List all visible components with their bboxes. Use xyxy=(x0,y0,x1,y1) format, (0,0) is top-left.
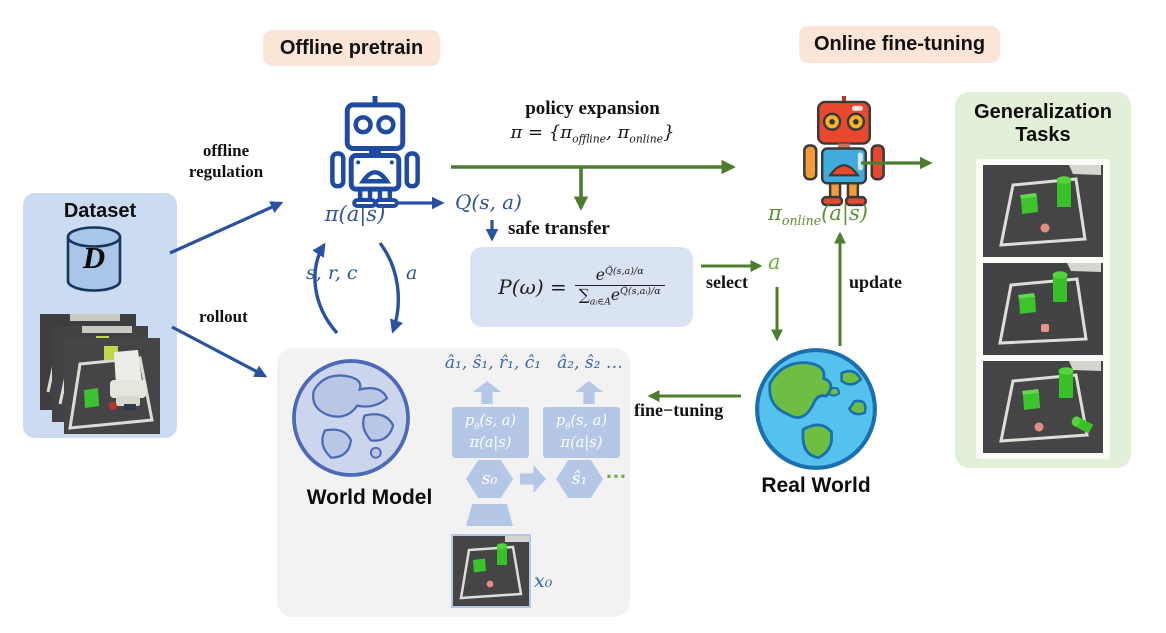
imagined-rollout-step2: â₂, ŝ₂ … xyxy=(557,353,623,373)
offline-regulation-label: offline regulation xyxy=(166,140,286,183)
offline-regulation-line1: offline xyxy=(202,141,250,160)
generalization-title-line1: Generalization xyxy=(974,101,1112,123)
offline-regulation-line2: regulation xyxy=(188,162,264,182)
world-model-globe-icon xyxy=(292,359,410,477)
p-sub: θ xyxy=(474,422,480,433)
policy-expansion-label: policy expansion xyxy=(525,98,660,119)
task-photo-3 xyxy=(983,361,1103,453)
src-loop-arrow xyxy=(312,242,339,335)
real-world-globe-icon xyxy=(755,348,877,470)
rollout-arrow xyxy=(171,325,268,378)
up-arrow-shape-2 xyxy=(575,381,603,404)
dataset-photo-front xyxy=(64,338,160,434)
policy-formula-sub-online: online xyxy=(629,132,664,146)
online-robot-icon xyxy=(803,95,885,207)
pi-online-base: π xyxy=(768,201,782,225)
den-base: e xyxy=(610,286,621,305)
rollout-label: rollout xyxy=(199,307,248,326)
selected-action-label: a xyxy=(768,250,781,274)
q-value-label: Q(s, a) xyxy=(455,190,522,214)
safe-transfer-label: safe transfer xyxy=(508,218,610,239)
formula-lhs: P(ω) = xyxy=(498,275,567,299)
s1-label: ŝ₁ xyxy=(571,469,588,489)
task-photo-panel xyxy=(976,159,1110,459)
generalization-title: Generalization Tasks xyxy=(955,101,1131,147)
state-hexagon-s1: ŝ₁ xyxy=(556,460,603,498)
dynamics-box-2: pθ(s, a) π(a|s) xyxy=(543,407,620,458)
policy-formula-post: } xyxy=(663,122,675,143)
dynamics-box-1: pθ(s, a) π(a|s) xyxy=(452,407,529,458)
imagined-rollout-step1: â₁, ŝ₁, r̂₁, ĉ₁ xyxy=(444,353,542,373)
p-args: (s, a) xyxy=(570,413,608,430)
dataset-title: Dataset xyxy=(63,200,137,222)
update-label: update xyxy=(849,272,903,292)
select-label: select xyxy=(706,272,748,292)
num-exponent: Q̃(s,a)/α xyxy=(604,265,644,277)
pi-online-args: (a|s) xyxy=(821,201,868,225)
dynamics-line2: π(a|s) xyxy=(469,435,512,452)
action-loop-arrow xyxy=(378,241,403,334)
generalization-title-line2: Tasks xyxy=(1015,124,1071,146)
dynamics-line1: pθ(s, a) xyxy=(465,411,516,433)
safe-transfer-fraction: eQ̃(s,a)/α ∑aᵢ∈AeQ̃(s,aᵢ)/α xyxy=(574,266,665,308)
num-base: e xyxy=(595,265,605,284)
real-world-title: Real World xyxy=(761,474,871,497)
offline-regulation-arrow xyxy=(169,201,284,255)
dataset-box: Dataset D xyxy=(23,193,177,438)
task-photo-1 xyxy=(983,165,1103,257)
dataset-symbol: D xyxy=(82,240,106,275)
den-exponent: Q̃(s,aᵢ)/α xyxy=(620,286,661,298)
action-label: a xyxy=(406,262,418,284)
p-base: p xyxy=(464,413,475,430)
policy-formula-pre: π = {π xyxy=(510,122,573,143)
policy-formula-sub-offline: offline xyxy=(572,132,607,146)
s0-label: s₀ xyxy=(481,469,498,489)
den-sum: ∑ xyxy=(578,286,590,305)
generalization-tasks-box: Generalization Tasks xyxy=(955,92,1131,468)
policy-expansion-formula: π = {πoffline, πonline} xyxy=(475,122,710,146)
fine-tuning-label: fine−tuning xyxy=(634,400,724,420)
fraction-numerator: eQ̃(s,a)/α xyxy=(575,266,665,286)
p-base: p xyxy=(555,413,566,430)
world-model-title: World Model xyxy=(306,486,433,509)
den-sum-sub: aᵢ∈A xyxy=(589,296,611,308)
state-hexagon-s0: s₀ xyxy=(466,460,513,498)
right-arrow-shape xyxy=(520,465,546,493)
safe-transfer-formula-box: P(ω) = eQ̃(s,a)/α ∑aᵢ∈AeQ̃(s,aᵢ)/α xyxy=(470,247,693,327)
dynamics-line2: π(a|s) xyxy=(560,435,603,452)
task-photo-2 xyxy=(983,263,1103,355)
offline-policy-label: π(a|s) xyxy=(324,202,386,226)
offline-pretrain-badge: Offline pretrain xyxy=(263,30,440,66)
p-sub: θ xyxy=(565,422,571,433)
continuation-dots: … xyxy=(605,458,627,483)
encoder-trapezoid xyxy=(466,504,513,526)
policy-formula-mid: , π xyxy=(606,122,630,143)
dynamics-line1: pθ(s, a) xyxy=(556,411,607,433)
pi-online-sub: online xyxy=(781,213,822,229)
state-reward-cost-label: s, r, c xyxy=(306,262,358,284)
up-arrow-shape-1 xyxy=(473,381,501,404)
observation-label: x₀ xyxy=(534,570,553,592)
world-model-box: World Model â₁, ŝ₁, r̂₁, ĉ₁ â₂, ŝ₂ … pθ(… xyxy=(277,348,630,617)
database-icon xyxy=(66,226,122,292)
online-policy-label: πonline(a|s) xyxy=(748,201,888,228)
observation-photo xyxy=(451,534,531,608)
p-args: (s, a) xyxy=(479,413,517,430)
offline-robot-icon xyxy=(330,95,420,208)
online-finetuning-badge: Online fine-tuning xyxy=(799,26,1000,63)
fraction-denominator: ∑aᵢ∈AeQ̃(s,aᵢ)/α xyxy=(574,285,665,308)
